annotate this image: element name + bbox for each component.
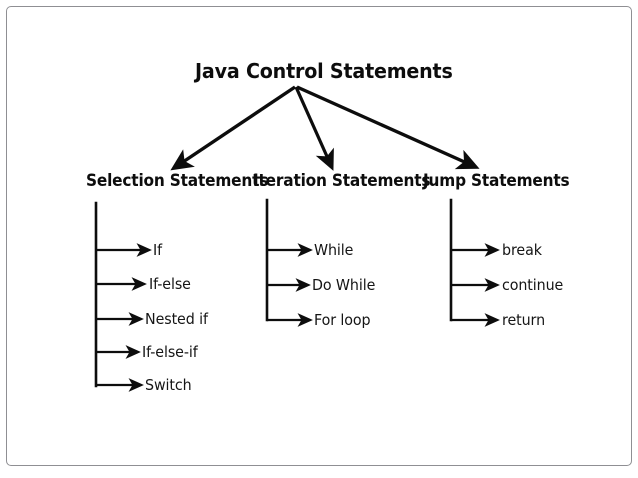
- branch-heading-jump: Jump Statements: [423, 171, 570, 190]
- branch-heading-selection: Selection Statements: [86, 171, 269, 190]
- leaf-iteration-do-while: Do While: [312, 276, 376, 294]
- leaf-iteration-for-loop: For loop: [314, 311, 371, 329]
- root-arrow-right: [296, 85, 480, 170]
- slide-footer: 22 Java Programming Skills: [0, 424, 638, 478]
- leaf-jump-continue: continue: [502, 276, 564, 294]
- leaf-jump-break: break: [502, 241, 542, 259]
- iteration-leaf-arrows: [267, 243, 313, 327]
- leaf-selection-switch: Switch: [145, 376, 192, 394]
- leaf-selection-if: If: [153, 241, 163, 259]
- branch-heading-iteration: Iteration Statements: [253, 171, 431, 190]
- leaf-selection-if-else-if: If-else-if: [142, 343, 198, 361]
- root-arrow-middle: [294, 86, 334, 171]
- leaf-selection-if-else: If-else: [149, 275, 191, 293]
- leaf-jump-return: return: [502, 311, 546, 329]
- leaf-selection-nested-if: Nested if: [145, 310, 208, 328]
- jump-leaf-arrows: [451, 243, 500, 327]
- diagram-title: Java Control Statements: [195, 59, 453, 83]
- leaf-iteration-while: While: [314, 241, 354, 259]
- selection-leaf-arrows: [96, 243, 152, 392]
- root-arrow-left: [170, 85, 296, 171]
